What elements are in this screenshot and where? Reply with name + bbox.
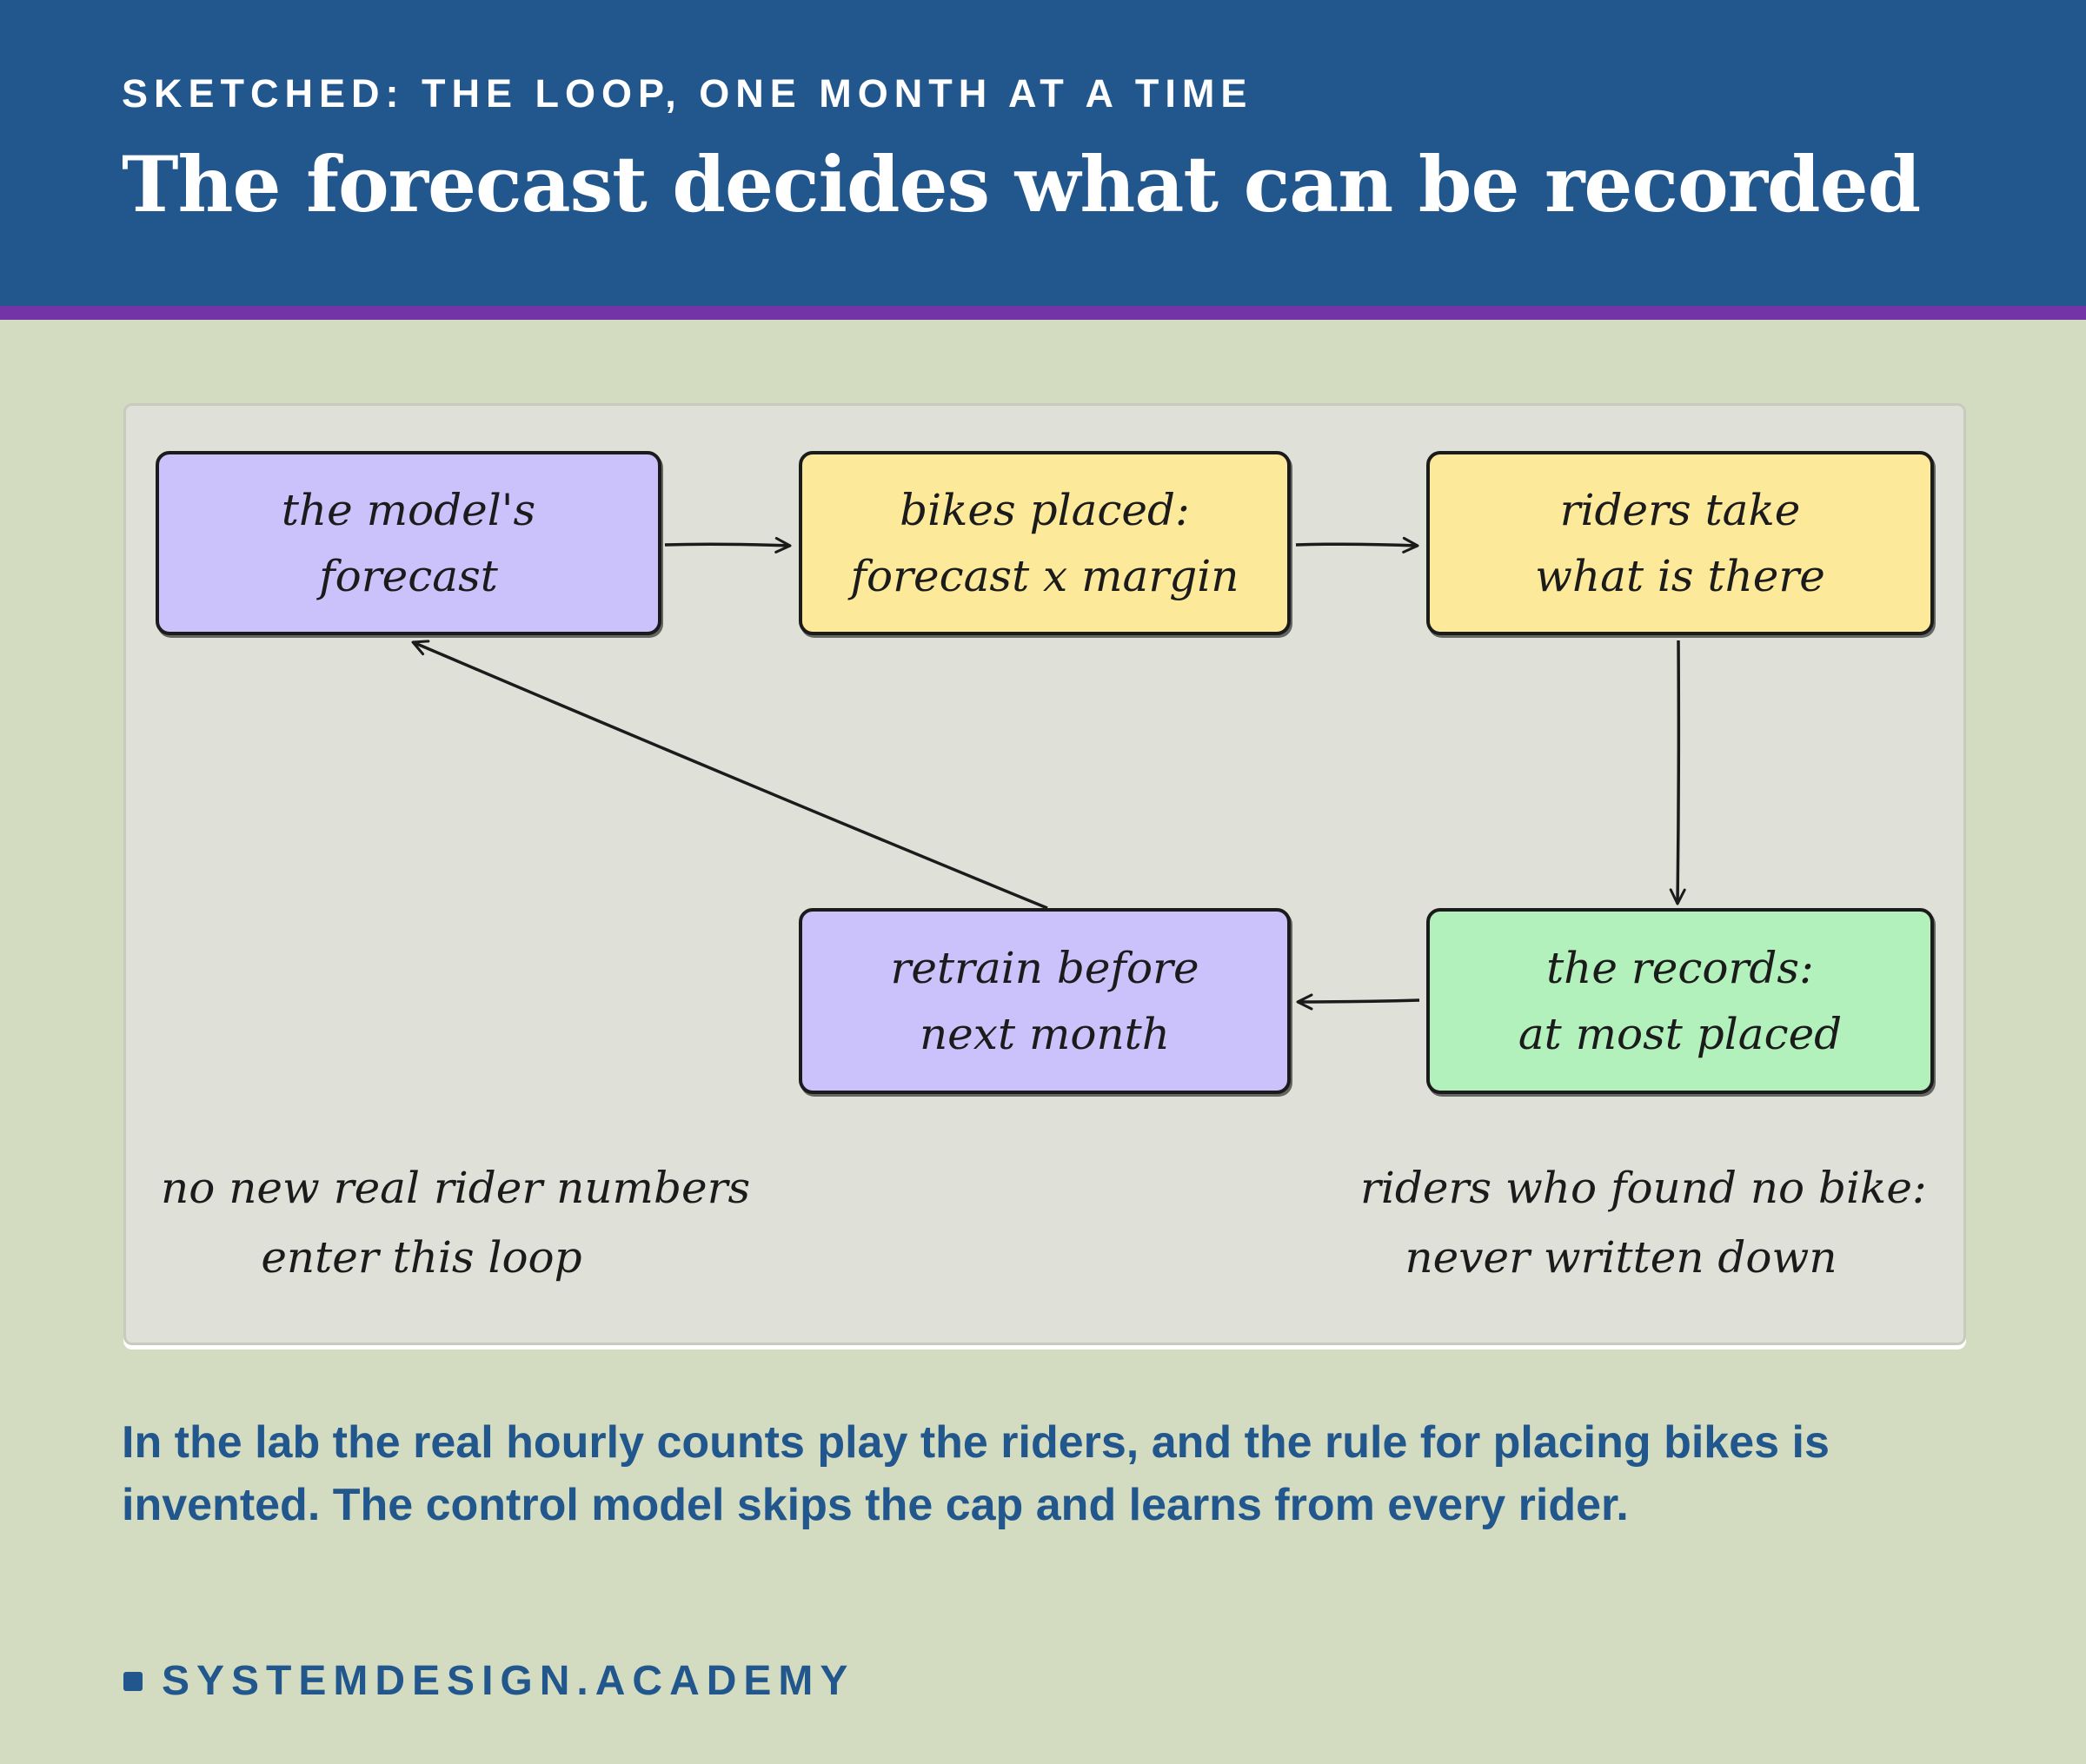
arrow-records-to-retrain — [1296, 993, 1420, 1011]
node-bikes-placed-line2: forecast x margin — [850, 551, 1239, 601]
note-no-new-numbers: no new real rider numbers enter this loo… — [161, 1153, 751, 1292]
arrow-riders-to-records — [1669, 640, 1686, 905]
node-riders-take-line1: riders take — [1559, 485, 1801, 535]
caption: In the lab the real hourly counts play t… — [122, 1411, 1973, 1536]
diagram-arrows — [411, 536, 1686, 1011]
caption-line2: invented. The control model skips the ca… — [122, 1480, 1629, 1530]
note-no-new-numbers-line1: no new real rider numbers — [161, 1163, 751, 1213]
header-banner: SKETCHED: THE LOOP, ONE MONTH AT A TIME … — [0, 0, 2086, 306]
arrow-bikes-to-riders — [1295, 536, 1419, 554]
caption-line1: In the lab the real hourly counts play t… — [122, 1417, 1830, 1468]
note-riders-no-bike-line1: riders who found no bike: — [1360, 1163, 1927, 1213]
arrow-retrain-to-forecast — [411, 640, 1048, 910]
node-retrain-line2: next month — [919, 1009, 1170, 1059]
node-retrain-line1: retrain before — [890, 943, 1199, 993]
node-records-line2: at most placed — [1518, 1009, 1843, 1059]
node-records: the records: at most placed — [1426, 908, 1934, 1094]
node-records-line1: the records: — [1546, 943, 1814, 993]
brand-square-icon — [123, 1672, 143, 1691]
node-model-forecast-line2: forecast — [319, 551, 498, 601]
arrow-forecast-to-bikes — [664, 536, 792, 554]
node-model-forecast-line1: the model's — [281, 485, 536, 535]
node-model-forecast: the model's forecast — [156, 451, 661, 635]
node-riders-take: riders take what is there — [1426, 451, 1934, 635]
note-riders-no-bike-line2: never written down — [1405, 1232, 1837, 1283]
node-riders-take-line2: what is there — [1535, 551, 1825, 601]
node-bikes-placed: bikes placed: forecast x margin — [799, 451, 1291, 635]
accent-stripe — [0, 306, 2086, 320]
diagram-panel: the model's forecast bikes placed: forec… — [123, 403, 1966, 1345]
page-title: The forecast decides what can be recorde… — [122, 139, 1921, 229]
node-bikes-placed-line1: bikes placed: — [900, 485, 1190, 535]
node-retrain: retrain before next month — [799, 908, 1291, 1094]
note-riders-no-bike: riders who found no bike: never written … — [1360, 1153, 1927, 1292]
kicker: SKETCHED: THE LOOP, ONE MONTH AT A TIME — [122, 71, 1253, 116]
footer-brand: SYSTEMDESIGN.ACADEMY — [162, 1658, 855, 1704]
note-no-new-numbers-line2: enter this loop — [261, 1232, 582, 1283]
